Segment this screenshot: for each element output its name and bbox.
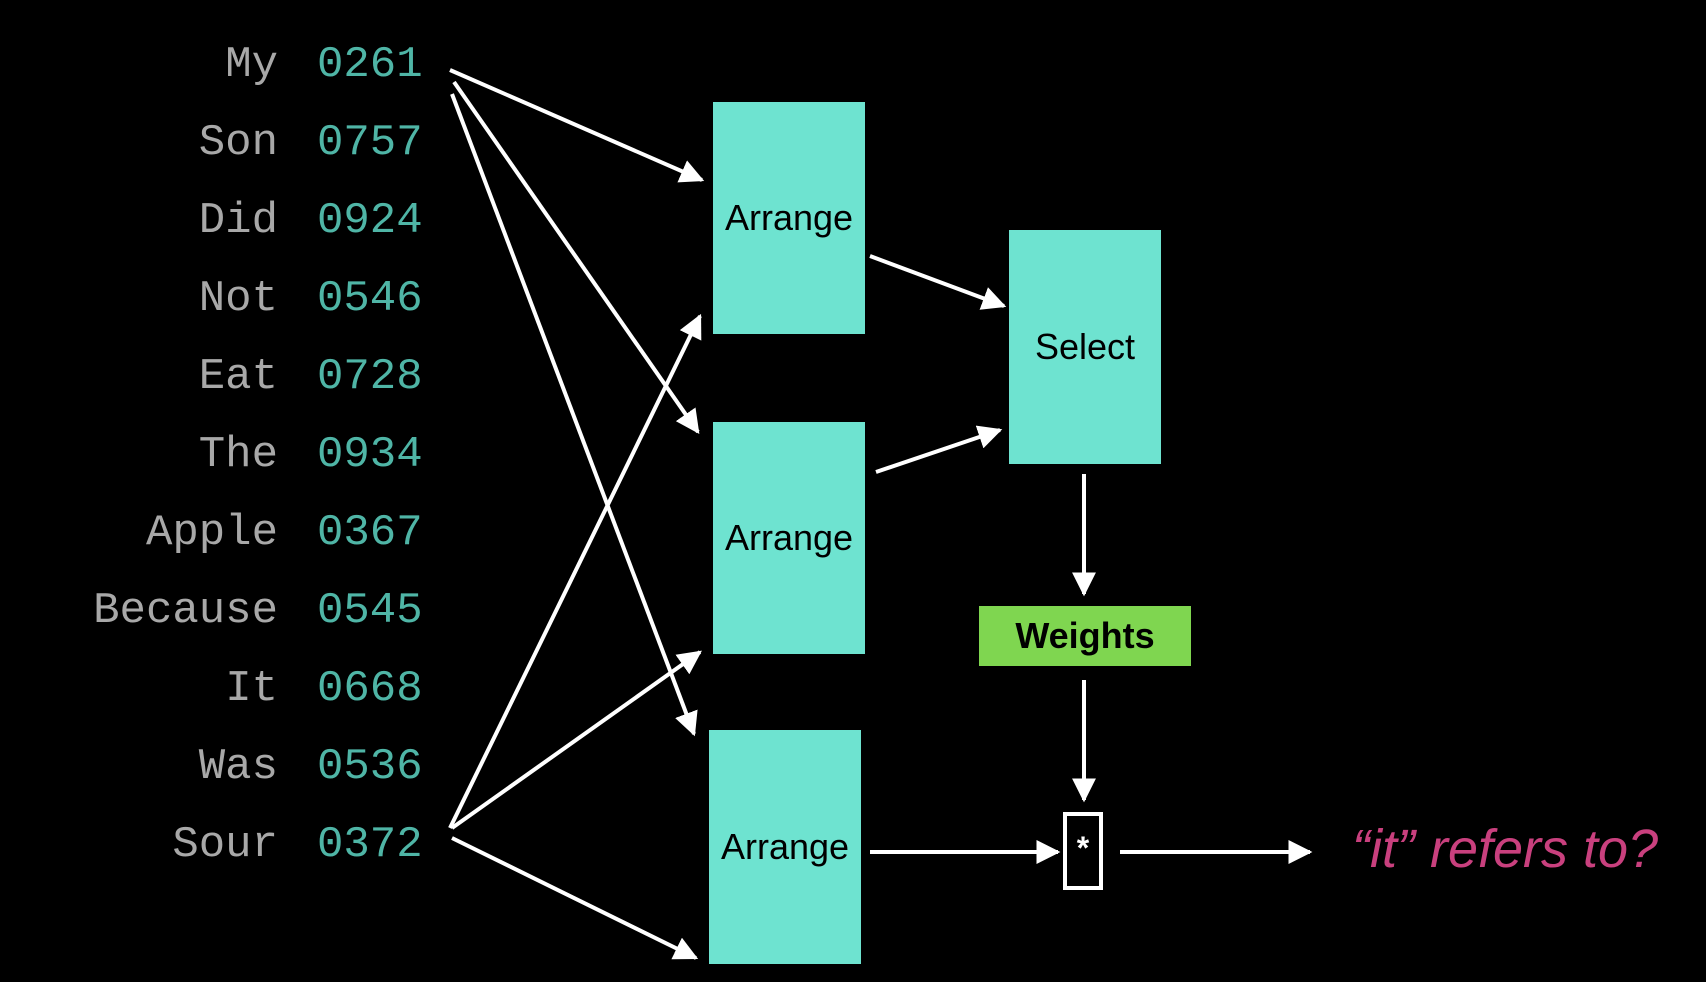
arrange-box-3: Arrange	[709, 730, 861, 964]
token-word: The	[198, 430, 278, 480]
token-word: Sour	[172, 820, 278, 870]
token-word: Was	[198, 742, 278, 792]
select-box: Select	[1009, 230, 1161, 464]
token-code: 0261	[317, 40, 423, 90]
token-code: 0757	[317, 118, 423, 168]
token-word: Son	[198, 118, 278, 168]
token-code: 0546	[317, 274, 423, 324]
token-word: Eat	[198, 352, 278, 402]
token-word: Apple	[145, 508, 278, 558]
token-word: Not	[198, 274, 278, 324]
arrow-my-to-arrange-1	[449, 68, 705, 183]
arrow-arrange-2-to-select	[875, 425, 1003, 474]
arrow-my-to-arrange-2	[452, 80, 700, 434]
arrow-sour-to-arrange-2	[450, 650, 702, 830]
token-code: 0924	[317, 196, 423, 246]
arrow-arrange-1-to-select	[869, 254, 1007, 310]
token-code: 0728	[317, 352, 423, 402]
token-code: 0367	[317, 508, 423, 558]
token-word: Did	[198, 196, 278, 246]
token-code: 0372	[317, 820, 423, 870]
arrange-box-2: Arrange	[713, 422, 865, 654]
output-question: “it” refers to?	[1352, 819, 1659, 879]
token-code: 0934	[317, 430, 423, 480]
token-code: 0545	[317, 586, 423, 636]
token-word: My	[225, 40, 278, 90]
token-code: 0536	[317, 742, 423, 792]
multiply-box: *	[1063, 812, 1103, 890]
arrow-sour-to-arrange-1	[448, 313, 702, 829]
token-word: Because	[93, 586, 278, 636]
weights-box: Weights	[979, 606, 1191, 666]
arrow-sour-to-arrange-3	[451, 836, 699, 960]
arrow-my-to-arrange-3	[450, 93, 698, 737]
token-code: 0668	[317, 664, 423, 714]
token-word: It	[225, 664, 278, 714]
arrange-box-1: Arrange	[713, 102, 865, 334]
